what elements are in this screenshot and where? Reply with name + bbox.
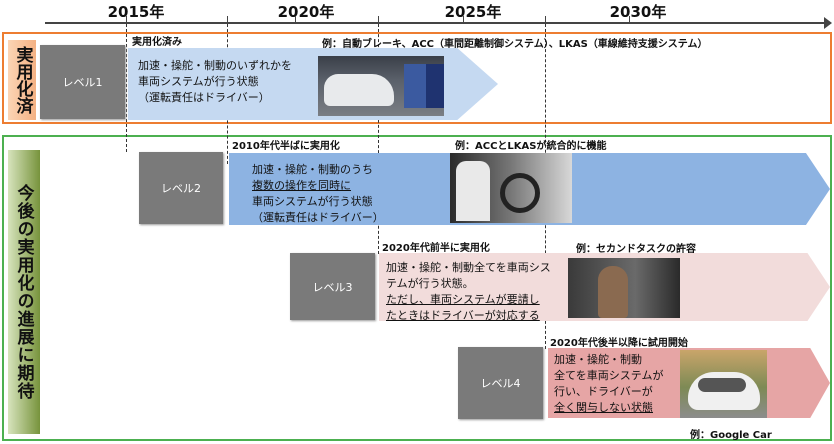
acc-lkas-photo [450, 153, 572, 223]
auto-brake-photo [318, 56, 444, 116]
level3-desc: 加速・操舵・制動全てを車両シス テムが行う状態。 ただし、車両システムが要請し … [386, 260, 551, 324]
section-done-box [2, 32, 832, 124]
level2-example: 例：ACCとLKASが統合的に機能 [455, 141, 607, 152]
desc-line: （運転責任はドライバー） [138, 91, 270, 104]
level3-box: レベル3 [290, 253, 375, 320]
level4-example: 例：Google Car [690, 430, 772, 441]
desc-line: 複数の操作を同時に [252, 179, 351, 192]
desc-line: 加速・操舵・制動のうち [252, 163, 373, 176]
desc-line: テムが行う状態。 [386, 277, 474, 290]
dashed-line [378, 24, 379, 254]
desc-line: 加速・操舵・制動 [554, 353, 642, 366]
tick [227, 16, 228, 23]
level1-example: 例：自動ブレーキ、ACC（車間距離制御システム）、LKAS（車線維持支援システム… [322, 39, 708, 50]
level4-desc: 加速・操舵・制動 全てを車両システムが 行い、ドライバーが 全く関与しない状態 [554, 352, 663, 416]
level2-status: 2010年代半ばに実用化 [232, 141, 340, 152]
desc-line: （運転責任はドライバー） [252, 211, 384, 224]
desc-line: 全てを車両システムが [554, 369, 664, 382]
desc-line: 車両システムが行う状態 [138, 75, 259, 88]
level4-status: 2020年代後半以降に試用開始 [550, 338, 688, 349]
level3-example: 例：セカンドタスクの許容 [576, 244, 696, 255]
year-2025: 2025年 [444, 3, 502, 21]
axis-arrowhead [824, 17, 832, 29]
level2-desc: 加速・操舵・制動のうち 複数の操作を同時に 車両システムが行う状態 （運転責任は… [252, 162, 384, 226]
dashed-line [126, 24, 127, 152]
desc-line: 加速・操舵・制動のいずれかを [138, 59, 292, 72]
tick [629, 16, 630, 23]
section-done-tag: 実用化済 [8, 40, 36, 120]
desc-line: 行い、ドライバーが [554, 385, 653, 398]
level3-status: 2020年代前半に実用化 [382, 243, 490, 254]
desc-line: 全く関与しない状態 [554, 401, 653, 414]
section-future-tag: 今後の実用化の進展に期待 [8, 150, 40, 434]
level4-box: レベル4 [458, 347, 543, 419]
tick [463, 16, 464, 23]
desc-line: 車両システムが行う状態 [252, 195, 373, 208]
second-task-photo [568, 258, 680, 318]
tick [295, 16, 296, 23]
level1-box: レベル1 [40, 45, 125, 119]
tick [378, 16, 379, 23]
tick [545, 16, 546, 23]
year-2020: 2020年 [277, 3, 335, 21]
desc-line: 加速・操舵・制動全てを車両シス [386, 261, 551, 274]
level2-box: レベル2 [139, 152, 223, 224]
year-2015: 2015年 [107, 3, 165, 21]
section-future-box [2, 135, 832, 441]
tick [126, 16, 127, 23]
timeline-axis [45, 22, 827, 24]
year-2030: 2030年 [609, 3, 667, 21]
desc-line: たときはドライバーが対応する [386, 309, 540, 322]
level1-status: 実用化済み [132, 37, 182, 48]
google-car-photo [680, 350, 767, 418]
desc-line: ただし、車両システムが要請し [386, 293, 540, 306]
level1-desc: 加速・操舵・制動のいずれかを 車両システムが行う状態 （運転責任はドライバー） [138, 58, 292, 106]
